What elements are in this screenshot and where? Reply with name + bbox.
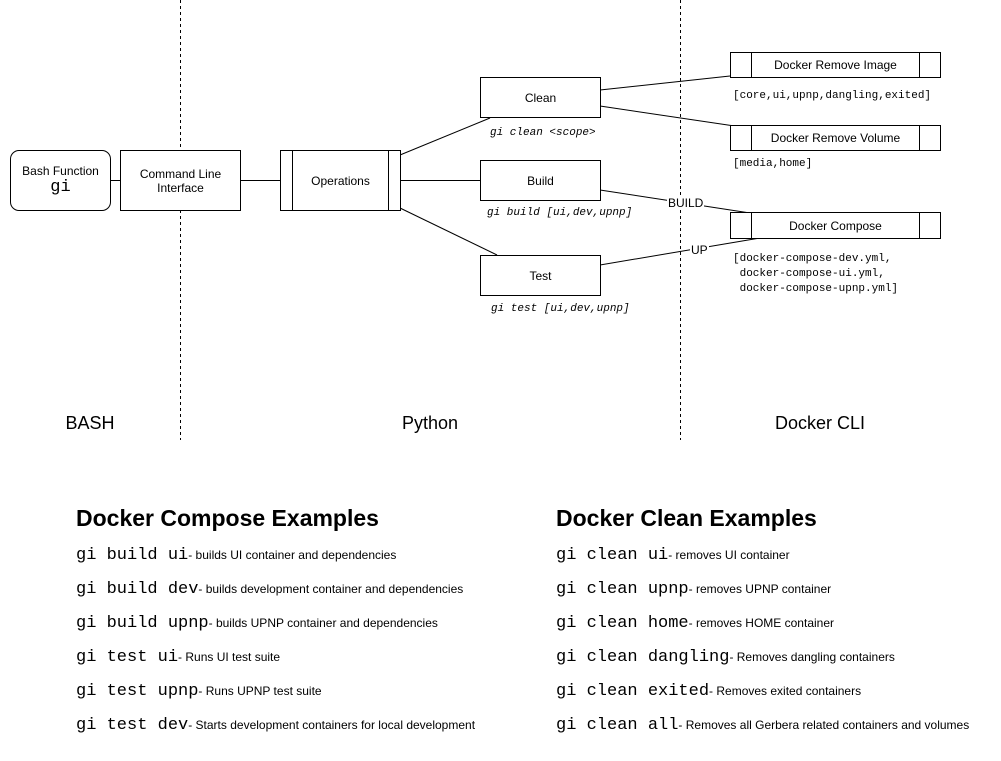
example-row: gi clean all - Removes all Gerbera relat…	[556, 716, 969, 750]
remove-volume-left-bar	[751, 126, 752, 150]
docker-remove-image-label: Docker Remove Image	[774, 58, 897, 72]
example-description: - Runs UI test suite	[178, 650, 281, 664]
example-description: - removes UI container	[668, 548, 790, 562]
compose-examples-heading: Docker Compose Examples	[76, 505, 379, 531]
test-command-label: gi test [ui,dev,upnp]	[491, 303, 630, 315]
bash-function-node: Bash Function gi	[10, 150, 111, 211]
remove-volume-scopes: [media,home]	[733, 158, 813, 170]
edge-clean-remove-image	[599, 75, 731, 91]
example-command: gi clean all	[556, 716, 679, 735]
example-description: - Removes all Gerbera related containers…	[678, 718, 970, 732]
example-row: gi test dev - Starts development contain…	[76, 716, 475, 750]
cli-node: Command Line Interface	[120, 150, 241, 211]
clean-examples-heading: Docker Clean Examples	[556, 505, 817, 531]
example-command: gi clean home	[556, 614, 689, 633]
example-command: gi test upnp	[76, 682, 199, 701]
example-row: gi build ui - builds UI container and de…	[76, 546, 475, 580]
example-command: gi build upnp	[76, 614, 209, 633]
remove-image-right-bar	[919, 53, 920, 77]
test-label: Test	[529, 268, 552, 283]
clean-label: Clean	[524, 90, 557, 105]
example-row: gi build upnp - builds UPNP container an…	[76, 614, 475, 648]
docker-clean-examples: Docker Clean Examples gi clean ui - remo…	[556, 505, 969, 750]
remove-volume-right-bar	[919, 126, 920, 150]
example-description: - Runs UPNP test suite	[198, 684, 322, 698]
example-command: gi test dev	[76, 716, 189, 735]
column-label-bash: BASH	[65, 413, 115, 433]
column-label-docker-cli: Docker CLI	[774, 413, 866, 433]
edge-label-build: BUILD	[667, 196, 705, 210]
compose-left-bar	[751, 213, 752, 238]
docker-remove-volume-node: Docker Remove Volume	[730, 125, 941, 151]
remove-image-left-bar	[751, 53, 752, 77]
edge-operations-clean	[399, 117, 491, 156]
operations-node: Operations	[280, 150, 401, 211]
build-node: Build	[480, 160, 601, 201]
docker-compose-label: Docker Compose	[789, 218, 882, 233]
example-description: - Starts development containers for loca…	[188, 718, 476, 732]
example-command: gi build ui	[76, 546, 189, 565]
example-command: gi build dev	[76, 580, 199, 599]
compose-files-list: [docker-compose-dev.yml, docker-compose-…	[733, 253, 899, 295]
cli-line1: Command Line	[139, 166, 222, 181]
cli-line2: Interface	[157, 180, 204, 195]
example-command: gi test ui	[76, 648, 179, 667]
bash-function-code: gi	[50, 177, 71, 197]
compose-right-bar	[919, 213, 920, 238]
operations-left-bar	[292, 151, 293, 210]
example-description: - removes UPNP container	[688, 582, 832, 596]
operations-right-bar	[388, 151, 389, 210]
example-description: - builds UPNP container and dependencies	[208, 616, 438, 630]
example-description: - builds development container and depen…	[198, 582, 464, 596]
clean-command-label: gi clean <scope>	[490, 127, 596, 139]
example-description: - builds UI container and dependencies	[188, 548, 397, 562]
remove-image-scopes: [core,ui,upnp,dangling,exited]	[733, 90, 932, 102]
example-description: - removes HOME container	[688, 616, 835, 630]
edge-test-compose	[599, 237, 761, 266]
build-command-label: gi build [ui,dev,upnp]	[487, 207, 633, 219]
docker-compose-examples: Docker Compose Examples gi build ui - bu…	[76, 505, 475, 750]
bash-function-title: Bash Function	[22, 163, 99, 178]
column-label-python: Python	[401, 413, 459, 433]
build-label: Build	[527, 173, 554, 188]
diagram-connectors	[110, 0, 761, 440]
example-row: gi clean ui - removes UI container	[556, 546, 969, 580]
example-command: gi clean dangling	[556, 648, 730, 667]
docker-compose-node: Docker Compose	[730, 212, 941, 239]
edge-clean-remove-volume	[599, 105, 749, 129]
edge-operations-test	[399, 207, 498, 256]
example-row: gi clean exited - Removes exited contain…	[556, 682, 969, 716]
docker-remove-volume-label: Docker Remove Volume	[770, 131, 901, 145]
example-description: - Removes exited containers	[709, 684, 862, 698]
example-row: gi clean dangling - Removes dangling con…	[556, 648, 969, 682]
example-row: gi clean upnp - removes UPNP container	[556, 580, 969, 614]
example-description: - Removes dangling containers	[729, 650, 895, 664]
clean-node: Clean	[480, 77, 601, 118]
edge-label-up: UP	[690, 243, 709, 257]
docker-remove-image-node: Docker Remove Image	[730, 52, 941, 78]
example-command: gi clean upnp	[556, 580, 689, 599]
test-node: Test	[480, 255, 601, 296]
example-row: gi test ui - Runs UI test suite	[76, 648, 475, 682]
example-command: gi clean exited	[556, 682, 710, 701]
example-row: gi build dev - builds development contai…	[76, 580, 475, 614]
example-command: gi clean ui	[556, 546, 669, 565]
example-row: gi clean home - removes HOME container	[556, 614, 969, 648]
operations-label: Operations	[311, 173, 370, 188]
example-row: gi test upnp - Runs UPNP test suite	[76, 682, 475, 716]
